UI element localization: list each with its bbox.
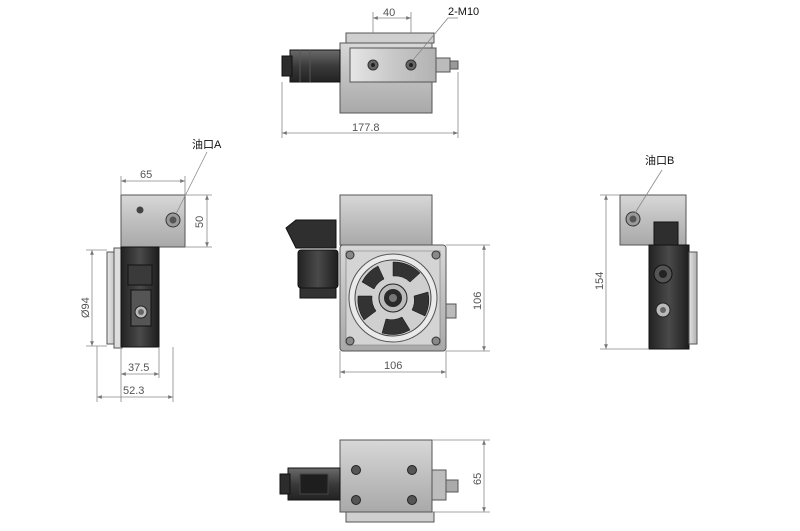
dim-right-height: 154 [594, 272, 606, 290]
front-view-solenoid [285, 219, 337, 249]
label-port-b: 油口B [645, 153, 674, 167]
dim-overall-length: 177.8 [352, 122, 380, 134]
left-view: 65 50 Ø94 37.5 52.3 油口A [80, 137, 222, 402]
dim-front-width: 106 [384, 360, 402, 372]
bottom-view: 65 [279, 439, 490, 523]
dim-left-overall-width: 52.3 [123, 385, 144, 397]
top-view-plate [345, 32, 435, 44]
dim-bottom-height: 65 [472, 473, 484, 485]
label-port-a: 油口A [192, 137, 222, 151]
thread-callout: 2-M10 [448, 6, 479, 18]
front-view-upper-block [339, 194, 433, 246]
right-view: 154 油口B [594, 153, 698, 350]
front-view: 106 106 [285, 194, 490, 378]
dim-front-height: 106 [472, 292, 484, 310]
top-view: 40 2-M10 177.8 [281, 6, 479, 138]
right-view-lower-body [648, 244, 690, 350]
dim-left-diameter: Ø94 [80, 297, 92, 318]
dim-left-width-lower: 37.5 [128, 362, 149, 374]
dim-hole-spacing: 40 [383, 7, 395, 19]
dim-left-height: 50 [194, 216, 206, 228]
top-view-solenoid [289, 49, 341, 83]
dim-left-width: 65 [140, 169, 152, 181]
